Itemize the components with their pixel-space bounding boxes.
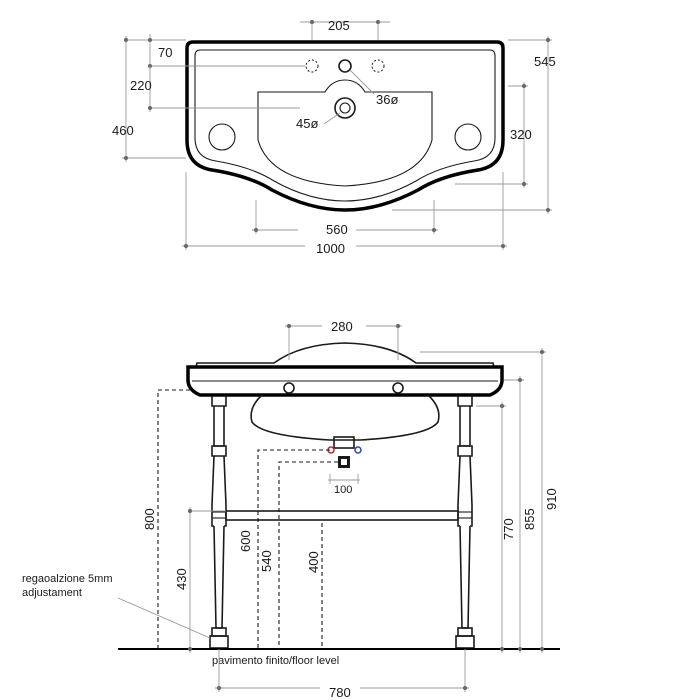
leg-right [455,396,475,649]
corner-circle-left [208,123,236,151]
dim-height-supply: 600 [238,530,253,552]
dim-height-855: 855 [522,508,537,530]
basin-outline [185,40,505,212]
dim-hole-spacing: 280 [331,319,353,334]
dim-tap-spacing: 205 [328,18,350,33]
inner-rim [194,49,496,202]
note-adjustment-line1: regaoalzione 5mm [22,573,113,585]
counter-slab [186,365,504,397]
dim-basin-width: 560 [326,222,348,237]
leg-left [209,396,229,649]
dim-height-770: 770 [501,518,516,540]
dim-basin-depth: 320 [510,127,532,142]
drain-outer [334,97,356,119]
dim-height-rim: 800 [142,508,157,530]
tap-hole-center [338,59,352,73]
dim-waste-width: 100 [334,484,352,496]
front-view: 100 [22,319,560,700]
basin-underside [250,394,440,441]
dim-leg-spacing: 780 [329,685,351,700]
dim-edge-taphole: 70 [158,45,172,60]
slab-hole-left [283,382,295,394]
waste-stub [333,436,355,449]
drain-inner [339,102,351,114]
top-view: 205 70 220 460 545 320 36 [112,18,556,256]
tap-hole-left [305,59,319,73]
note-floor-level: pavimento finito/floor level [212,655,339,667]
dim-front-basin: 220 [130,78,152,93]
slab-hole-right [392,382,404,394]
dim-height-waste: 540 [259,550,274,572]
dim-height-910: 910 [544,488,559,510]
label-drain-dia: 45ø [296,116,318,131]
tap-hole-right [371,59,385,73]
dim-overall-depth: 545 [534,54,556,69]
corner-circle-right [454,123,482,151]
note-adjustment-line2: adjustament [22,587,82,599]
dim-overall-width: 1000 [316,241,345,256]
dim-height-shelf: 430 [174,568,189,590]
dim-overall-depth-side: 460 [112,123,134,138]
supply-cold [354,446,362,454]
label-tap-hole-dia: 36ø [376,92,398,107]
basin-bowl [257,79,433,187]
dim-height-shelf-inner: 400 [306,551,321,573]
rim-profile [195,342,495,368]
shelf-bar [225,510,459,521]
